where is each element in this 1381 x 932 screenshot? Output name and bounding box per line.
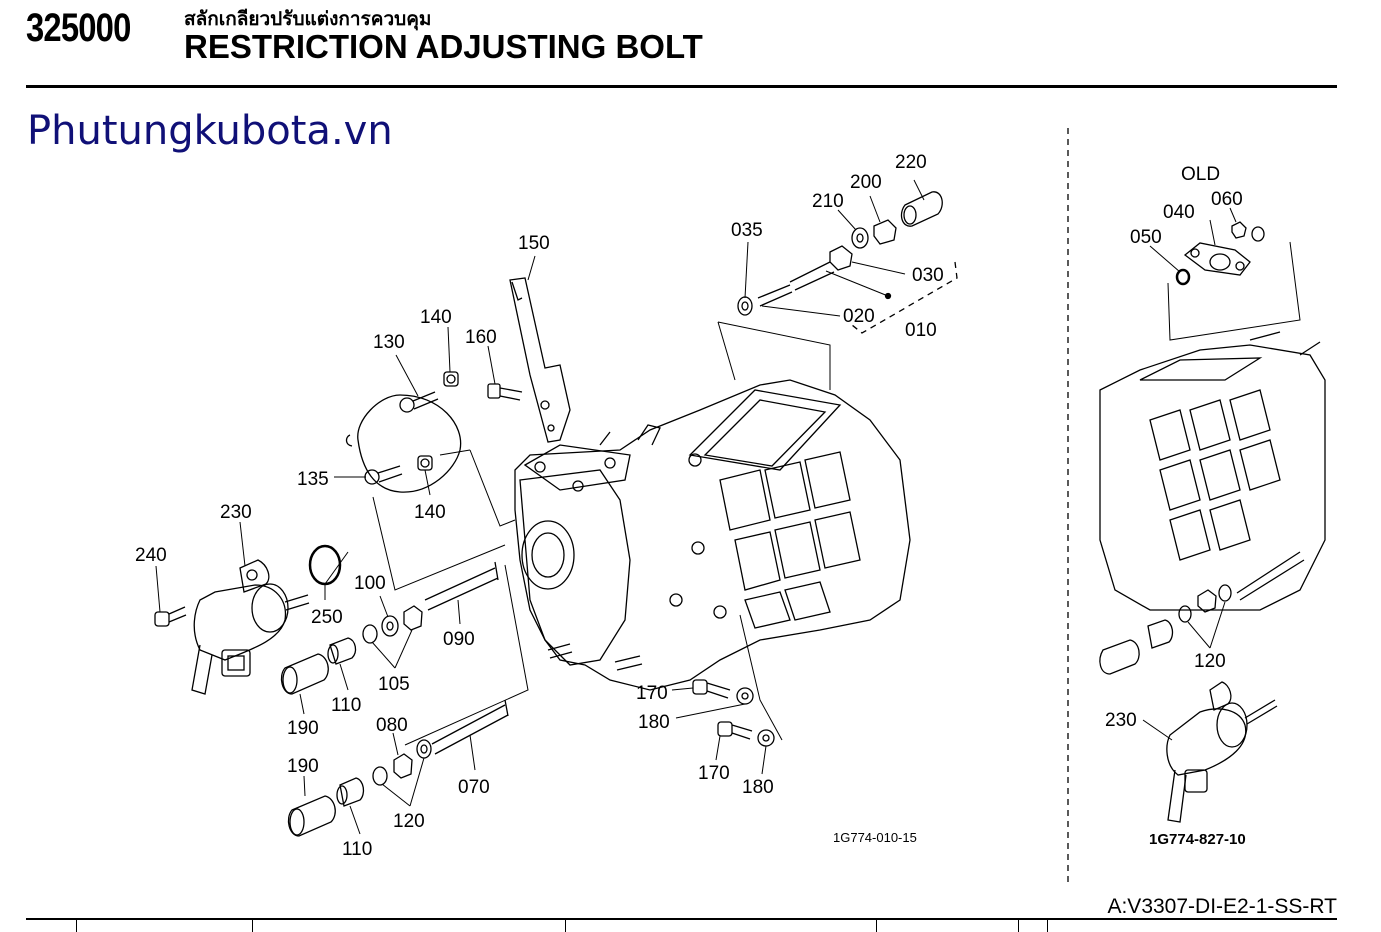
nut-105 — [403, 605, 423, 631]
callout-130: 130 — [373, 332, 405, 353]
bolt-170a — [692, 679, 731, 699]
nut-200 — [873, 219, 897, 245]
bracket-150 — [509, 277, 571, 443]
callout-120b: 120 — [1194, 651, 1226, 672]
bolt-020 — [757, 261, 835, 307]
callout-100: 100 — [354, 573, 386, 594]
cap-110a — [327, 637, 357, 665]
page-title: RESTRICTION ADJUSTING BOLT — [184, 28, 703, 65]
old-solenoid-230 — [1166, 681, 1278, 823]
washer-120b — [416, 739, 432, 759]
callout-105: 105 — [378, 674, 410, 695]
callout-140a: 140 — [420, 307, 452, 328]
cap-110b — [336, 777, 365, 807]
callout-030: 030 — [912, 265, 944, 286]
washer-100a — [362, 624, 378, 644]
cap-190a — [280, 653, 329, 695]
callout-150: 150 — [518, 233, 550, 254]
washer-035 — [737, 296, 753, 316]
bolt-130 — [399, 391, 439, 413]
footer-col-divider — [1018, 920, 1019, 932]
nut-080 — [393, 753, 413, 779]
old-nut-060a — [1231, 221, 1247, 239]
header-divider — [26, 85, 1337, 88]
nut-140b — [417, 455, 433, 471]
old-washer-060b — [1251, 226, 1265, 242]
callout-160: 160 — [465, 327, 497, 348]
drawing-code-old: 1G774-827-10 — [1149, 831, 1246, 848]
callout-110b: 110 — [342, 839, 372, 860]
callout-070: 070 — [458, 777, 490, 798]
old-oring-050 — [1175, 268, 1191, 286]
cover-gasket — [357, 394, 462, 493]
washer-210 — [851, 227, 869, 249]
callout-020: 020 — [843, 306, 875, 327]
footer-table-top — [26, 918, 1337, 920]
callout-140b: 140 — [414, 502, 446, 523]
callout-040: 040 — [1163, 202, 1195, 223]
solenoid-230 — [191, 559, 310, 695]
washer-180b — [757, 729, 775, 747]
cap-220 — [900, 191, 943, 227]
oring-250 — [308, 544, 342, 586]
cap-190b — [287, 795, 336, 837]
callout-080: 080 — [376, 715, 408, 736]
nut-030 — [829, 245, 853, 271]
callout-250: 250 — [311, 607, 343, 628]
callout-labels: 220 200 210 035 030 020 010 150 140 130 … — [135, 152, 1246, 860]
callout-180a: 180 — [638, 712, 670, 733]
bolt-240 — [154, 606, 187, 627]
callout-210: 210 — [812, 191, 844, 212]
callout-110a: 110 — [331, 695, 361, 716]
callout-035: 035 — [731, 220, 763, 241]
old-label: OLD — [1181, 164, 1220, 185]
callout-090: 090 — [443, 629, 475, 650]
old-flange-040 — [1183, 242, 1251, 276]
bolt-090 — [424, 561, 499, 611]
nut-140a — [443, 371, 459, 387]
drawing-code-main: 1G774-010-15 — [833, 830, 917, 845]
callout-170a: 170 — [636, 683, 668, 704]
watermark-link[interactable]: Phutungkubota.vn — [27, 108, 393, 154]
callout-010: 010 — [905, 320, 937, 341]
callout-060: 060 — [1211, 189, 1243, 210]
footer-col-divider — [565, 920, 566, 932]
callout-220: 220 — [895, 152, 927, 173]
callout-170b: 170 — [698, 763, 730, 784]
group-bracket-010 — [851, 261, 958, 334]
bolt-170b — [717, 721, 753, 740]
bolt-160 — [487, 383, 523, 401]
washer-120a — [372, 766, 388, 786]
part-group-code: 325000 — [26, 6, 131, 50]
callout-180b: 180 — [742, 777, 774, 798]
washer-180a — [736, 687, 754, 705]
footer-col-divider — [76, 920, 77, 932]
footer-col-divider — [876, 920, 877, 932]
callout-135: 135 — [297, 469, 329, 490]
callout-190b: 190 — [287, 756, 319, 777]
callout-230: 230 — [220, 502, 252, 523]
callout-240: 240 — [135, 545, 167, 566]
footer-col-divider — [252, 920, 253, 932]
old-bolt-group — [1099, 551, 1305, 675]
washer-100b — [381, 615, 399, 637]
model-code: A:V3307-DI-E2-1-SS-RT — [1107, 895, 1337, 918]
callout-190a: 190 — [287, 718, 319, 739]
callout-200: 200 — [850, 172, 882, 193]
callout-230b: 230 — [1105, 710, 1137, 731]
bolt-070 — [431, 699, 509, 755]
callout-120a: 120 — [393, 811, 425, 832]
footer-col-divider — [1047, 920, 1048, 932]
callout-050: 050 — [1130, 227, 1162, 248]
old-housing — [1099, 331, 1326, 611]
thai-title: สลักเกลียวปรับแต่งการควบคุม — [184, 8, 432, 30]
pump-housing — [514, 379, 911, 691]
